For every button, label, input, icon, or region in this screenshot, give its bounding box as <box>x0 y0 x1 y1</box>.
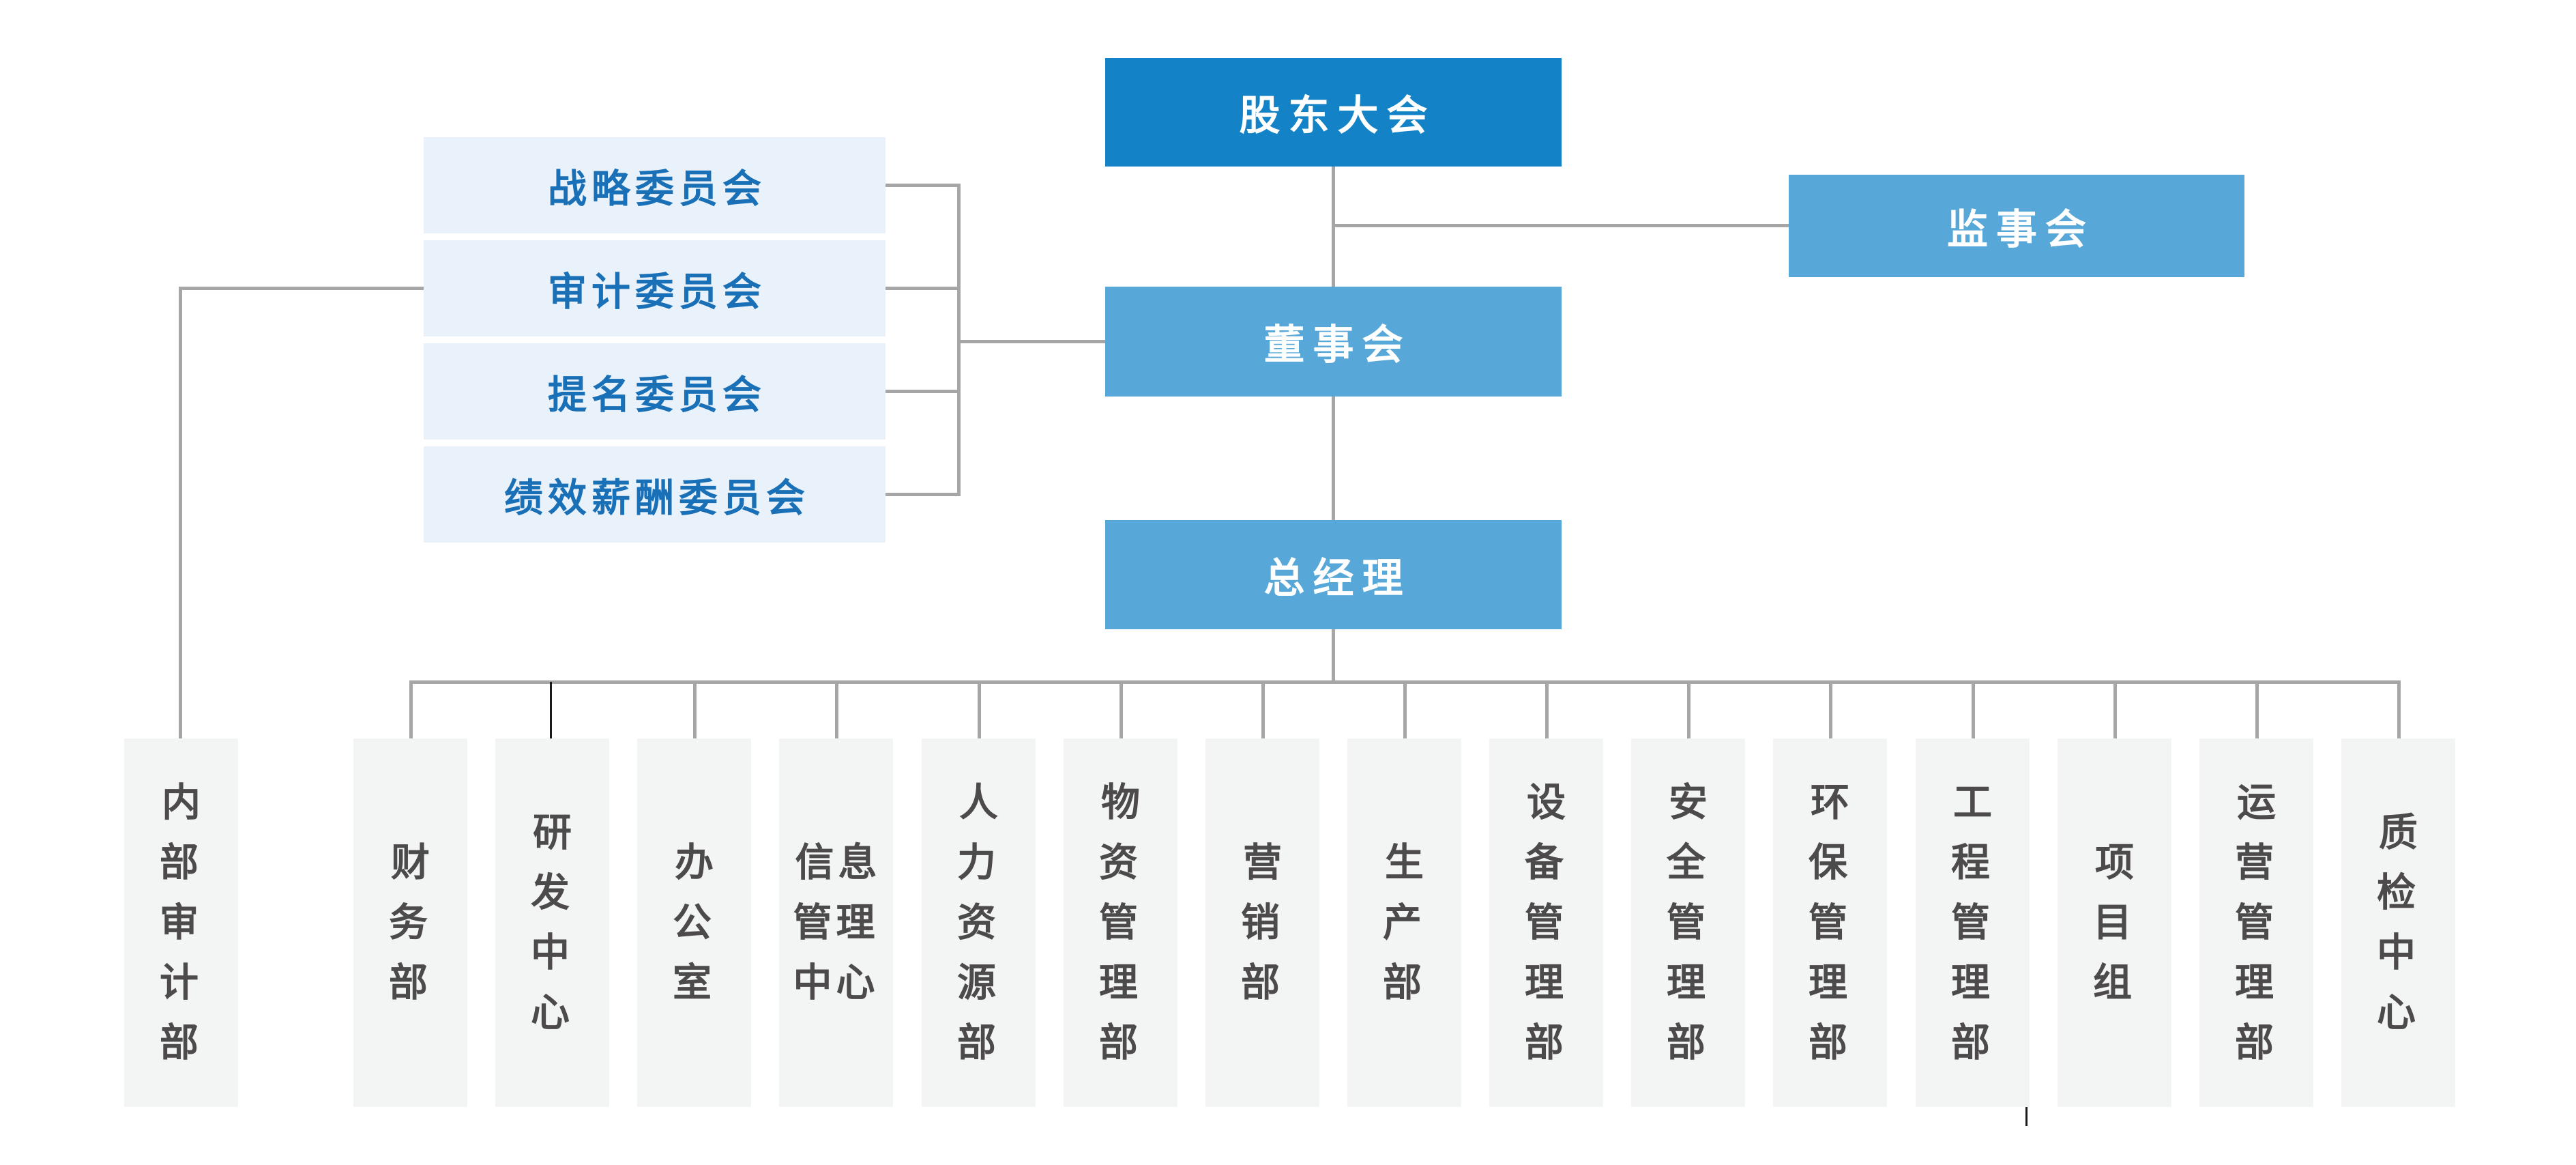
department-operations: 运 营 管 理 部 <box>2199 738 2313 1107</box>
department-quality-center: 质 检 中 心 <box>2341 738 2455 1107</box>
department-human-resources-label: 人 力 资 源 部 <box>957 781 1002 1065</box>
department-information-center-label: 信息 管理 中心 <box>793 841 881 1005</box>
node-shareholders-meeting: 股东大会 <box>1105 58 1562 167</box>
department-internal-audit: 内 部 审 计 部 <box>124 738 238 1107</box>
department-internal-audit-label: 内 部 审 计 部 <box>160 781 205 1065</box>
department-safety: 安 全 管 理 部 <box>1631 738 1745 1107</box>
department-safety-label: 安 全 管 理 部 <box>1667 781 1712 1065</box>
department-quality-center-label: 质 检 中 心 <box>2377 811 2422 1035</box>
connector-audit-vertical <box>179 287 182 738</box>
department-production: 生 产 部 <box>1347 738 1461 1107</box>
node-shareholders-label: 股东大会 <box>1239 93 1436 139</box>
department-materials-label: 物 资 管 理 部 <box>1099 781 1144 1065</box>
connector-drop-engineering <box>1972 680 1975 738</box>
connector-drop-project <box>2113 680 2117 738</box>
node-supervisory-label: 监事会 <box>1947 206 2094 253</box>
department-office: 办 公 室 <box>637 738 751 1107</box>
connector-drop-marketing <box>1261 680 1265 738</box>
department-production-label: 生 产 部 <box>1383 841 1428 1005</box>
connector-drop-equipment <box>1545 680 1549 738</box>
committee-audit: 审计委员会 <box>424 240 886 336</box>
connector-drop-hr <box>978 680 981 738</box>
committee-strategy-label: 战略委员会 <box>548 167 766 211</box>
committee-strategy: 战略委员会 <box>424 137 886 233</box>
department-finance-label: 财 务 部 <box>389 841 434 1005</box>
node-general-manager: 总经理 <box>1105 520 1562 629</box>
department-office-label: 办 公 室 <box>673 841 718 1005</box>
connector-drop-infocenter <box>835 680 838 738</box>
committee-nomination: 提名委员会 <box>424 343 886 440</box>
node-board-label: 董事会 <box>1263 322 1411 368</box>
node-supervisory-board: 监事会 <box>1789 175 2244 277</box>
connector-board-gm <box>1332 397 1335 520</box>
committee-performance-label: 绩效薪酬委员会 <box>504 476 810 520</box>
department-rnd-center-label: 研 发 中 心 <box>531 811 576 1035</box>
department-equipment-label: 设 备 管 理 部 <box>1525 781 1570 1065</box>
connector-committee-board <box>957 340 1105 343</box>
connector-committee-stub-1 <box>886 184 961 187</box>
connector-drop-office <box>693 680 697 738</box>
department-environment: 环 保 管 理 部 <box>1773 738 1887 1107</box>
connector-drop-rnd <box>550 682 552 738</box>
department-equipment: 设 备 管 理 部 <box>1489 738 1603 1107</box>
connector-drop-quality <box>2397 680 2401 738</box>
connector-drop-materials <box>1119 680 1123 738</box>
department-marketing: 营 销 部 <box>1205 738 1319 1107</box>
connector-drop-finance <box>409 680 413 738</box>
department-marketing-label: 营 销 部 <box>1241 841 1286 1005</box>
department-human-resources: 人 力 资 源 部 <box>922 738 1036 1107</box>
connector-audit-horizontal <box>179 287 424 290</box>
node-general-manager-label: 总经理 <box>1263 555 1411 601</box>
department-finance: 财 务 部 <box>353 738 467 1107</box>
connector-drop-production <box>1403 680 1407 738</box>
department-materials: 物 资 管 理 部 <box>1064 738 1177 1107</box>
committee-audit-label: 审计委员会 <box>548 270 766 314</box>
connector-drop-safety <box>1687 680 1690 738</box>
connector-supervisory-branch <box>1332 224 1789 227</box>
committee-performance-compensation: 绩效薪酬委员会 <box>424 446 886 543</box>
department-information-center: 信息 管理 中心 <box>779 738 893 1107</box>
department-operations-label: 运 营 管 理 部 <box>2235 781 2280 1065</box>
connector-drop-operations <box>2255 680 2259 738</box>
department-environment-label: 环 保 管 理 部 <box>1809 781 1854 1065</box>
department-project-team-label: 项 目 组 <box>2093 841 2138 1005</box>
connector-gm-bus <box>1332 629 1335 684</box>
connector-committee-stub-2 <box>886 287 961 290</box>
connector-committee-stub-3 <box>886 390 961 393</box>
department-engineering-label: 工 程 管 理 部 <box>1951 781 1996 1065</box>
department-rnd-center: 研 发 中 心 <box>495 738 609 1107</box>
department-engineering: 工 程 管 理 部 <box>1916 738 2030 1107</box>
connector-committee-stub-4 <box>886 493 961 496</box>
node-board-of-directors: 董事会 <box>1105 287 1562 397</box>
committee-nomination-label: 提名委员会 <box>548 373 766 417</box>
department-project-team: 项 目 组 <box>2058 738 2171 1107</box>
connector-drop-environment <box>1829 680 1832 738</box>
